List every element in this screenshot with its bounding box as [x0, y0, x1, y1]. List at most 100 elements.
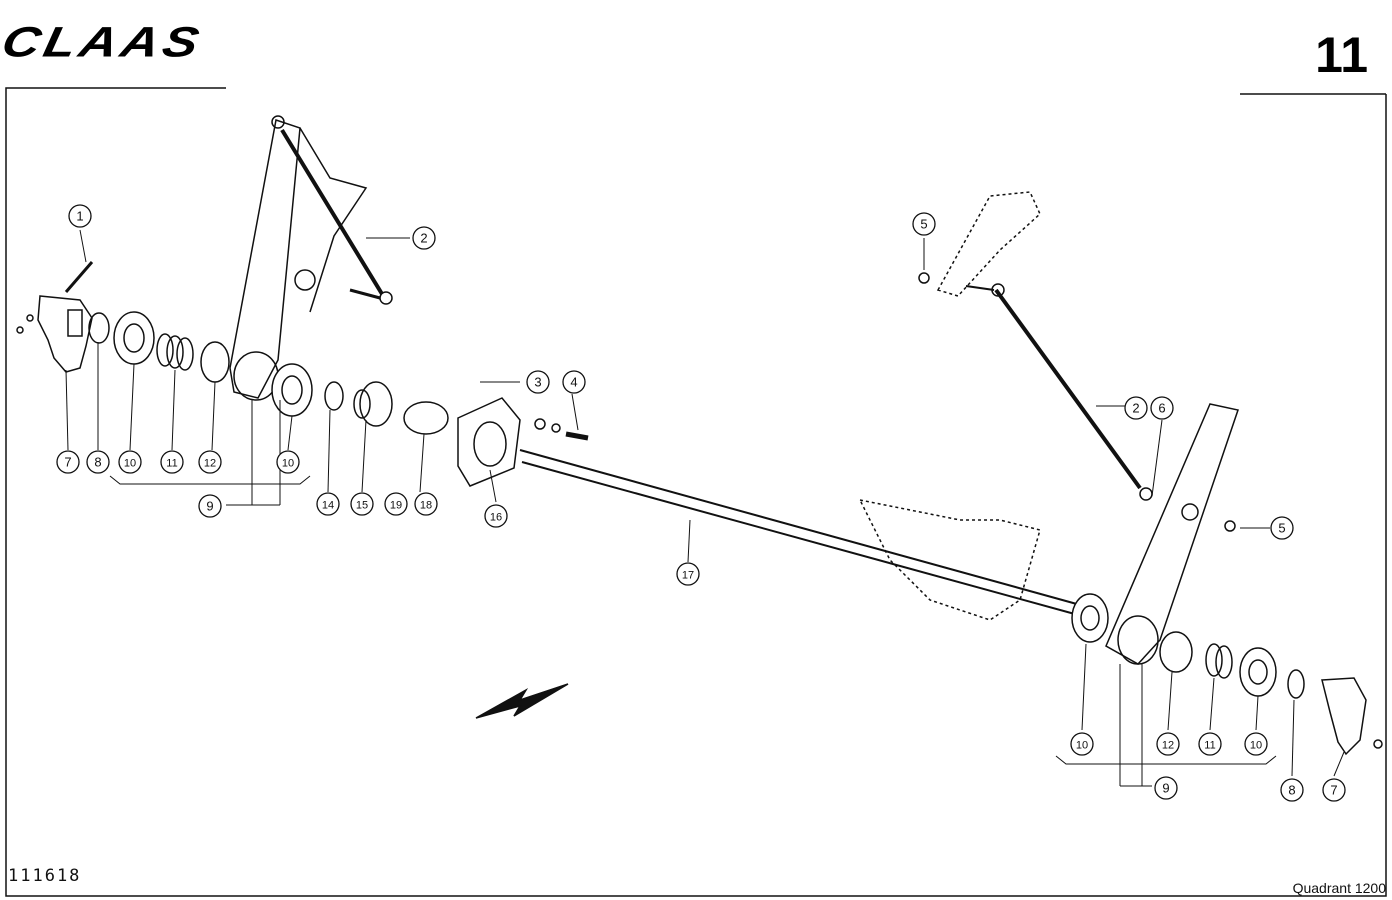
callout-label: 1	[76, 209, 83, 224]
callout-label: 17	[682, 570, 694, 582]
lever-part	[37, 295, 93, 373]
callout-r10b: 10	[1244, 732, 1268, 756]
lever-spline	[67, 309, 83, 337]
callout-r12: 12	[1156, 732, 1180, 756]
callout-c19: 19	[384, 492, 408, 516]
frame-border	[5, 87, 1387, 897]
ghost-lever	[936, 191, 1041, 297]
callout-label: 10	[124, 458, 136, 470]
callout-c1: 1	[68, 204, 92, 228]
callout-circle	[1124, 396, 1148, 420]
callout-circle	[412, 226, 436, 250]
callout-c11: 11	[160, 450, 184, 474]
callout-label: 16	[490, 512, 502, 524]
callout-c12: 12	[198, 450, 222, 474]
callout-circle	[118, 450, 142, 474]
callout-c10b: 10	[276, 450, 300, 474]
callout-label: 14	[322, 500, 334, 512]
callout-c10a: 10	[118, 450, 142, 474]
callout-circle	[1198, 732, 1222, 756]
callout-circle	[1244, 732, 1268, 756]
callout-r7: 7	[1322, 778, 1346, 802]
callout-label: 9	[1162, 781, 1169, 796]
callout-c9: 9	[198, 494, 222, 518]
callout-label: 11	[166, 458, 177, 470]
callout-r11: 11	[1198, 732, 1222, 756]
bushing-part	[359, 381, 393, 427]
callout-c18: 18	[414, 492, 438, 516]
callout-circle	[1280, 778, 1304, 802]
callout-circle	[384, 492, 408, 516]
document-number: 111618	[8, 866, 82, 886]
callout-circle	[1150, 396, 1174, 420]
callout-circle	[276, 450, 300, 474]
callout-label: 10	[282, 458, 294, 470]
callout-label: 12	[1162, 740, 1174, 752]
callout-circle	[912, 212, 936, 236]
callout-c4: 4	[562, 370, 586, 394]
callout-label: 10	[1250, 740, 1262, 752]
callout-circle	[526, 370, 550, 394]
callout-r9: 9	[1154, 776, 1178, 800]
callout-circle	[1154, 776, 1178, 800]
spring-part	[176, 337, 194, 371]
arrow-icon	[475, 683, 569, 719]
callout-label: 2	[1132, 401, 1139, 416]
callout-c2: 2	[412, 226, 436, 250]
model-name: Quadrant 1200	[1292, 880, 1386, 896]
washer-part	[324, 381, 344, 411]
callout-label: 8	[1288, 783, 1295, 798]
callout-circle	[160, 450, 184, 474]
callout-label: 7	[1330, 783, 1337, 798]
bolt-part	[64, 261, 94, 293]
arm-part	[229, 119, 301, 399]
callout-label: 12	[204, 458, 216, 470]
callout-label: 10	[1076, 740, 1088, 752]
callout-label: 8	[94, 455, 101, 470]
hub-part	[403, 401, 449, 435]
callout-r5a: 5	[912, 212, 936, 236]
snap-ring-part	[200, 341, 230, 383]
callout-label: 5	[920, 217, 927, 232]
callout-c14: 14	[316, 492, 340, 516]
callout-c16: 16	[484, 504, 508, 528]
callout-label: 2	[420, 231, 427, 246]
callout-r10a: 10	[1070, 732, 1094, 756]
callout-circle	[484, 504, 508, 528]
callout-c8: 8	[86, 450, 110, 474]
callout-circle	[68, 204, 92, 228]
callout-r2: 2	[1124, 396, 1148, 420]
circlip-part	[88, 312, 110, 344]
callout-label: 18	[420, 500, 432, 512]
callout-circle	[1270, 516, 1294, 540]
callout-r6: 6	[1150, 396, 1174, 420]
callout-circle	[198, 494, 222, 518]
callout-circle	[1156, 732, 1180, 756]
shaft-part	[521, 461, 1083, 617]
callout-label: 4	[570, 375, 577, 390]
callout-circle	[1322, 778, 1346, 802]
callout-label: 7	[64, 455, 71, 470]
callout-c17: 17	[676, 562, 700, 586]
callout-circle	[562, 370, 586, 394]
callout-c15: 15	[350, 492, 374, 516]
callout-label: 6	[1158, 401, 1165, 416]
callout-label: 11	[1204, 740, 1215, 752]
callout-circle	[676, 562, 700, 586]
bearing-part	[113, 311, 155, 365]
callout-label: 3	[534, 375, 541, 390]
gearbox-outline	[858, 498, 1041, 621]
callout-c7: 7	[56, 450, 80, 474]
housing-part	[457, 397, 521, 487]
callout-circle	[414, 492, 438, 516]
callout-circle	[350, 492, 374, 516]
callout-r8: 8	[1280, 778, 1304, 802]
callout-circle	[56, 450, 80, 474]
callout-r5b: 5	[1270, 516, 1294, 540]
page-number: 11	[1315, 27, 1368, 83]
callout-circle	[198, 450, 222, 474]
callout-circle	[1070, 732, 1094, 756]
